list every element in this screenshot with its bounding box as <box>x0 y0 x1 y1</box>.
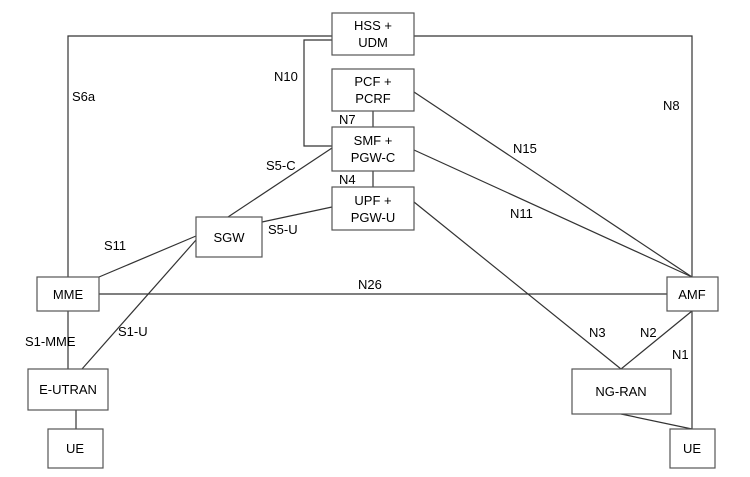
label-n8: N8 <box>663 98 680 113</box>
node-hss-udm-line2: UDM <box>358 35 388 50</box>
node-amf: AMF <box>666 276 719 312</box>
node-amf-label: AMF <box>678 287 706 302</box>
node-ue-right-label: UE <box>683 441 701 456</box>
node-ngran: NG-RAN <box>571 368 672 415</box>
node-sgw: SGW <box>195 216 263 258</box>
node-smf-pgwc-line2: PGW-C <box>351 150 396 165</box>
node-upf-pgwu-line1: UPF + <box>354 193 391 208</box>
node-upf-pgwu-line2: PGW-U <box>351 210 396 225</box>
label-s1u: S1-U <box>118 324 148 339</box>
label-s5c: S5-C <box>266 158 296 173</box>
node-mme: MME <box>36 276 100 312</box>
link-s1u <box>81 239 197 370</box>
label-n4: N4 <box>339 172 356 187</box>
link-s6a <box>67 35 332 277</box>
node-ngran-label: NG-RAN <box>595 384 646 399</box>
label-n26: N26 <box>358 277 382 292</box>
label-n7: N7 <box>339 112 356 127</box>
node-ue-left-label: UE <box>66 441 84 456</box>
label-s5u: S5-U <box>268 222 298 237</box>
label-n1: N1 <box>672 347 689 362</box>
link-n11 <box>413 149 693 278</box>
link-ngran-ue <box>620 413 693 430</box>
label-s11: S11 <box>104 238 126 253</box>
link-s5u <box>261 206 333 223</box>
node-hss-udm: HSS + UDM <box>331 12 415 56</box>
link-s5c <box>227 147 333 218</box>
label-s1mme: S1-MME <box>25 334 76 349</box>
link-n2 <box>620 310 693 370</box>
label-n15: N15 <box>513 141 537 156</box>
label-n10: N10 <box>274 69 298 84</box>
link-n8 <box>414 35 693 277</box>
node-sgw-label: SGW <box>213 230 245 245</box>
node-pcf-pcrf: PCF + PCRF <box>331 68 415 112</box>
label-s6a: S6a <box>72 89 96 104</box>
node-smf-pgwc: SMF + PGW-C <box>331 126 415 172</box>
node-ue-right: UE <box>669 428 716 469</box>
label-n3: N3 <box>589 325 606 340</box>
node-hss-udm-line1: HSS + <box>354 18 392 33</box>
link-s11 <box>98 235 197 278</box>
node-ue-left: UE <box>47 428 104 469</box>
node-upf-pgwu: UPF + PGW-U <box>331 186 415 231</box>
link-n10 <box>303 39 332 147</box>
label-n11: N11 <box>510 206 533 221</box>
label-n2: N2 <box>640 325 657 340</box>
link-n15 <box>413 91 693 278</box>
node-mme-label: MME <box>53 287 84 302</box>
node-eutran-label: E-UTRAN <box>39 382 97 397</box>
node-eutran: E-UTRAN <box>27 368 109 411</box>
node-smf-pgwc-line1: SMF + <box>354 133 393 148</box>
node-pcf-pcrf-line1: PCF + <box>354 74 391 89</box>
link-n3 <box>413 201 622 370</box>
node-pcf-pcrf-line2: PCRF <box>355 91 390 106</box>
